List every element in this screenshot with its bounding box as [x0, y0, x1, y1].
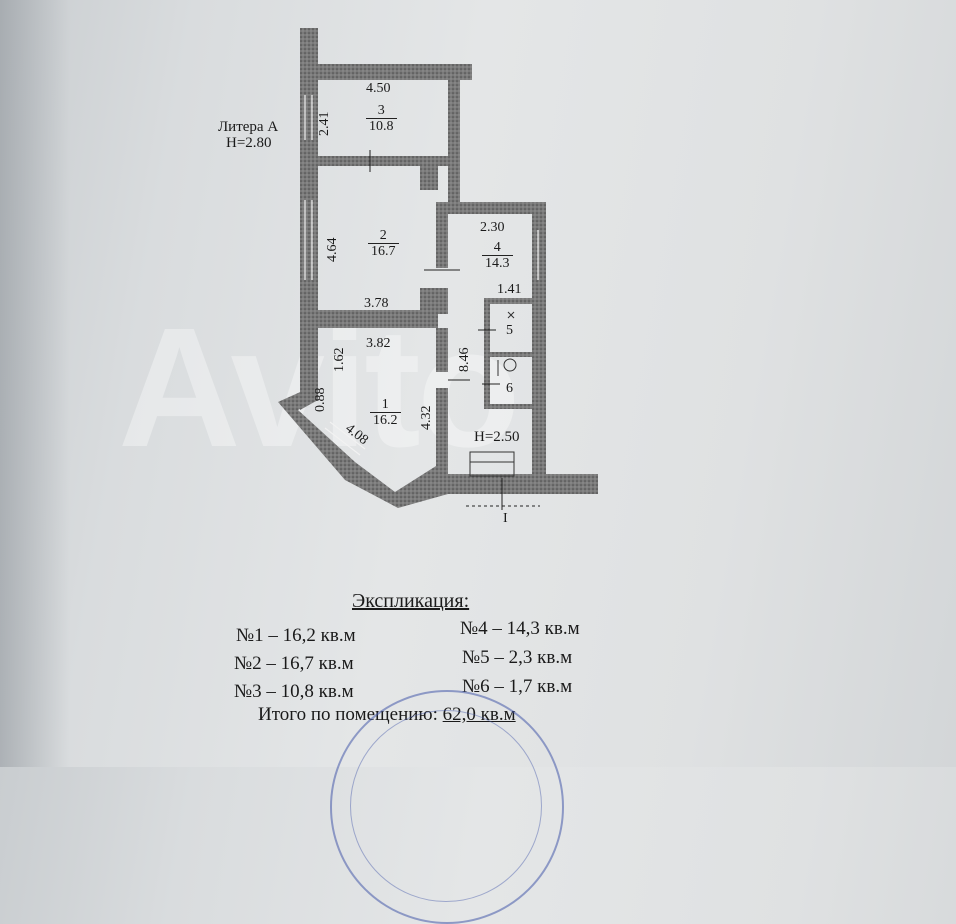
wall-bay	[278, 384, 448, 508]
section-mark: I	[503, 511, 508, 526]
dim-room1-corner: 0.88	[313, 387, 328, 413]
wall-2-1	[318, 310, 438, 328]
wall-top	[300, 64, 472, 80]
dim-room3-width: 4.50	[366, 81, 391, 96]
wall-bay-corner	[300, 384, 318, 410]
height-secondary-label: H=2.50	[474, 429, 520, 445]
room5-number: 5	[506, 323, 513, 338]
wall-2-4	[436, 202, 448, 268]
dim-room1-depth: 4.32	[419, 405, 434, 431]
wall-bath-bottom	[484, 404, 532, 409]
dim-room1-side: 1.62	[332, 347, 347, 373]
explication-item-2: №2 – 16,7 кв.м	[234, 653, 354, 674]
stove-fixture	[469, 451, 515, 477]
dim-room2-depth: 4.64	[325, 237, 340, 263]
room4-number: 4	[482, 240, 513, 256]
room4-area: 14.3	[485, 256, 510, 271]
room4-label: 4 14.3	[482, 240, 513, 271]
explication-item-3: №3 – 10,8 кв.м	[234, 681, 354, 702]
room1-number: 1	[370, 397, 401, 413]
wall-right-upper	[448, 64, 460, 204]
explication-item-6: №6 – 1,7 кв.м	[462, 676, 573, 697]
wall-left	[300, 28, 318, 400]
explication-title: Экспликация:	[352, 590, 470, 612]
wall-1-right-a	[436, 328, 448, 372]
dim-room3-depth: 2.41	[317, 111, 332, 137]
wall-bath-mid	[484, 352, 532, 357]
fixtures	[469, 311, 517, 477]
dim-room4-width: 2.30	[480, 220, 505, 235]
room3-label: 3 10.8	[366, 103, 397, 134]
wall-room4-top	[436, 202, 546, 214]
liter-label: Литера А	[218, 119, 279, 135]
floor-plan	[278, 28, 598, 510]
dim-corridor-len: 8.46	[457, 347, 472, 373]
toilet-fixture	[503, 358, 517, 372]
height-main-label: H=2.80	[226, 135, 272, 151]
explication-item-5: №5 – 2,3 кв.м	[462, 647, 573, 668]
wall-3-2	[300, 156, 460, 166]
explication-item-1: №1 – 16,2 кв.м	[236, 625, 356, 646]
dim-bath-width: 1.41	[497, 282, 522, 297]
dim-room2-width: 3.78	[364, 296, 389, 311]
windows	[304, 95, 539, 456]
wall-bottom	[448, 474, 598, 494]
wall-pier-1	[420, 166, 438, 190]
room1-area: 16.2	[373, 413, 398, 428]
room1-label: 1 16.2	[370, 397, 401, 428]
explication-item-4: №4 – 14,3 кв.м	[460, 618, 580, 639]
room2-number: 2	[368, 228, 399, 244]
room2-label: 2 16.7	[368, 228, 399, 259]
page-shadow	[0, 0, 70, 767]
wall-1-right-b	[436, 388, 448, 428]
wall-right	[532, 202, 546, 478]
room2-area: 16.7	[371, 244, 396, 259]
room3-area: 10.8	[369, 119, 394, 134]
room3-number: 3	[366, 103, 397, 119]
wall-bath-top	[484, 298, 532, 304]
scanned-page: Avito	[0, 0, 598, 924]
wall-pier-2	[420, 288, 448, 314]
dim-room1-width: 3.82	[366, 336, 391, 351]
door-marks	[369, 150, 503, 498]
official-stamp	[330, 690, 564, 924]
official-stamp-inner	[350, 710, 542, 902]
walls	[278, 28, 598, 508]
room6-number: 6	[506, 381, 513, 396]
